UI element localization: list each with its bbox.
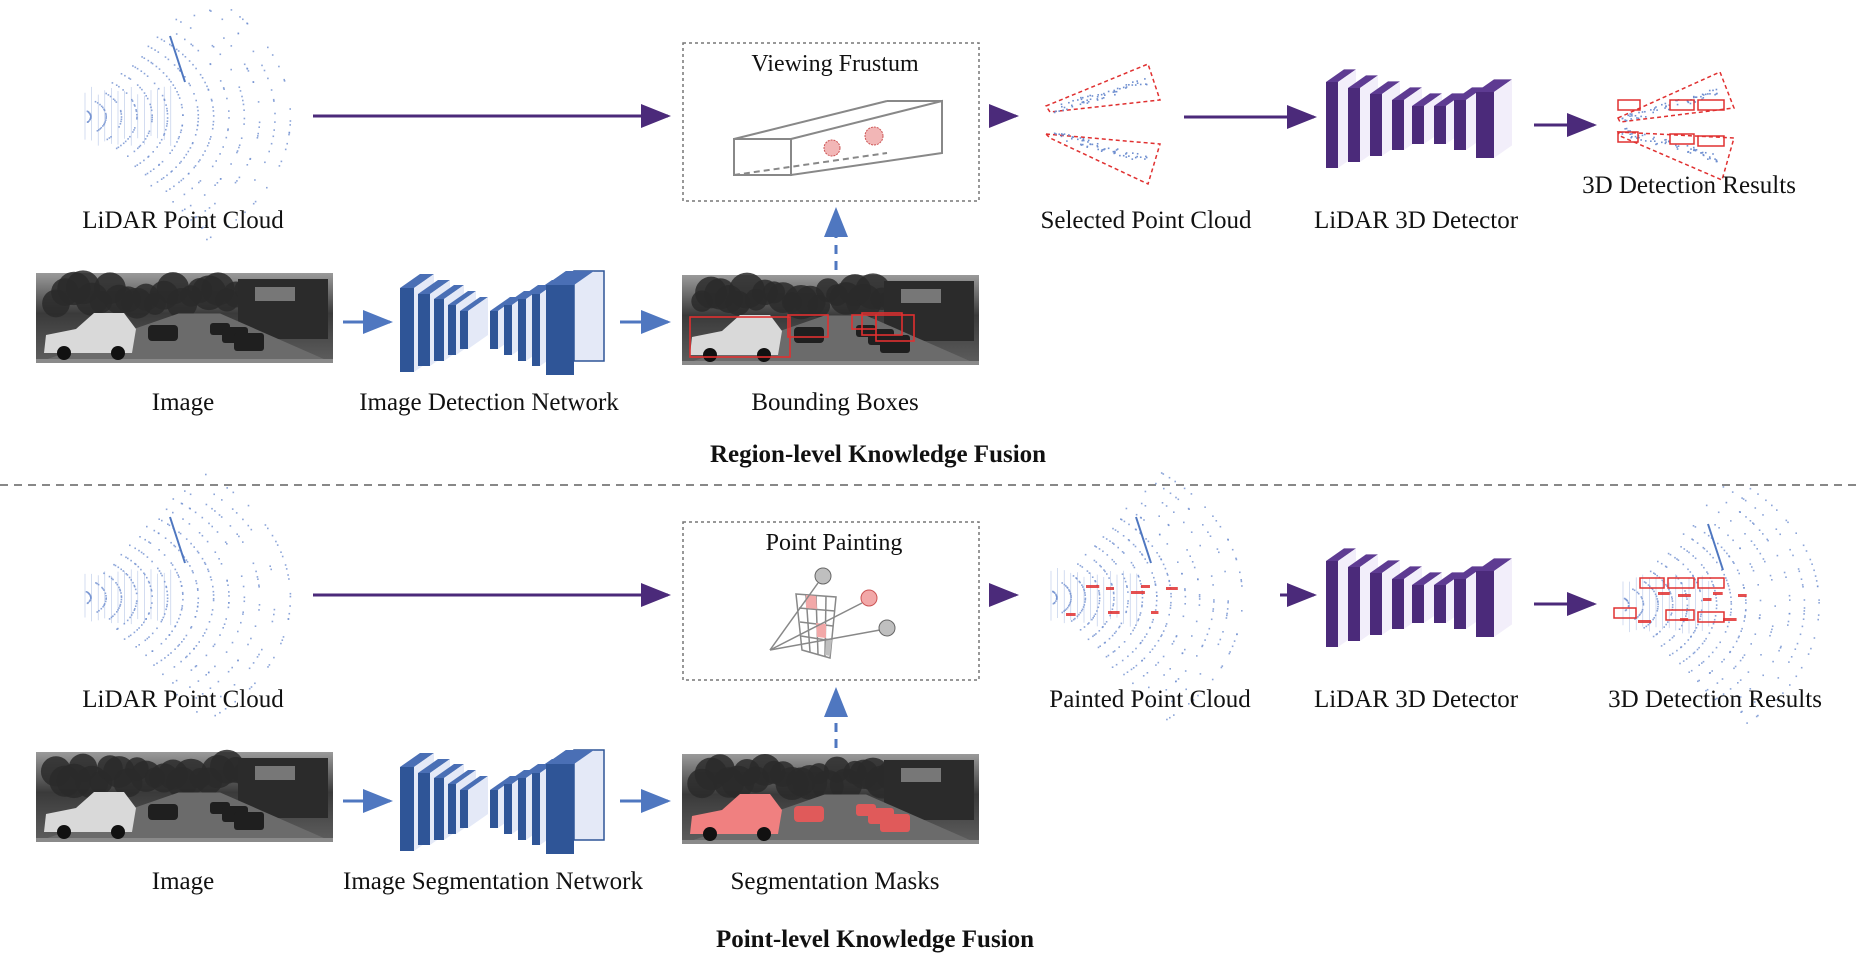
point-painting-box xyxy=(682,521,980,681)
detection-results-label: 3D Detection Results xyxy=(1608,686,1822,713)
segmentation-masks-graphic xyxy=(682,754,979,844)
bounding-boxes-graphic xyxy=(682,272,979,365)
painted-point-cloud-label: Painted Point Cloud xyxy=(1049,686,1251,713)
segmentation-masks-label: Segmentation Masks xyxy=(730,868,940,895)
point-section xyxy=(36,472,1820,854)
lidar-3d-detector-label: LiDAR 3D Detector xyxy=(1313,207,1519,234)
lidar-3d-detector-graphic xyxy=(1326,548,1512,647)
image-label: Image xyxy=(151,868,215,895)
point-section-title: Point-level Knowledge Fusion xyxy=(715,926,1035,953)
point-painting-title: Point Painting xyxy=(765,530,903,556)
image-label: Image xyxy=(151,389,215,416)
lidar-3d-detector-label: LiDAR 3D Detector xyxy=(1313,686,1519,713)
selected-point-cloud-graphic xyxy=(1044,63,1162,186)
viewing-frustum-box xyxy=(682,42,980,202)
lidar-point-cloud-graphic xyxy=(84,473,292,717)
region-section-title: Region-level Knowledge Fusion xyxy=(709,441,1047,468)
network-label: Image Segmentation Network xyxy=(343,868,643,895)
bounding-boxes-label: Bounding Boxes xyxy=(751,389,919,416)
viewing-frustum-title: Viewing Frustum xyxy=(751,51,919,77)
detection-results-label: 3D Detection Results xyxy=(1582,172,1796,199)
lidar-point-cloud-graphic xyxy=(84,9,292,241)
selected-point-cloud-label: Selected Point Cloud xyxy=(1040,207,1252,234)
detection-results-graphic xyxy=(1613,486,1820,724)
lidar-3d-detector-graphic xyxy=(1326,69,1512,168)
lidar-point-cloud-label: LiDAR Point Cloud xyxy=(82,686,284,713)
image-detection-network-graphic xyxy=(400,270,605,375)
region-section xyxy=(36,9,1736,375)
input-image-graphic xyxy=(36,749,333,842)
network-label: Image Detection Network xyxy=(359,389,619,416)
detection-results-graphic xyxy=(1616,70,1736,182)
lidar-point-cloud-label: LiDAR Point Cloud xyxy=(82,207,284,234)
input-image-graphic xyxy=(36,270,333,363)
painted-point-cloud-graphic xyxy=(1050,472,1243,721)
image-segmentation-network-graphic xyxy=(400,749,605,854)
